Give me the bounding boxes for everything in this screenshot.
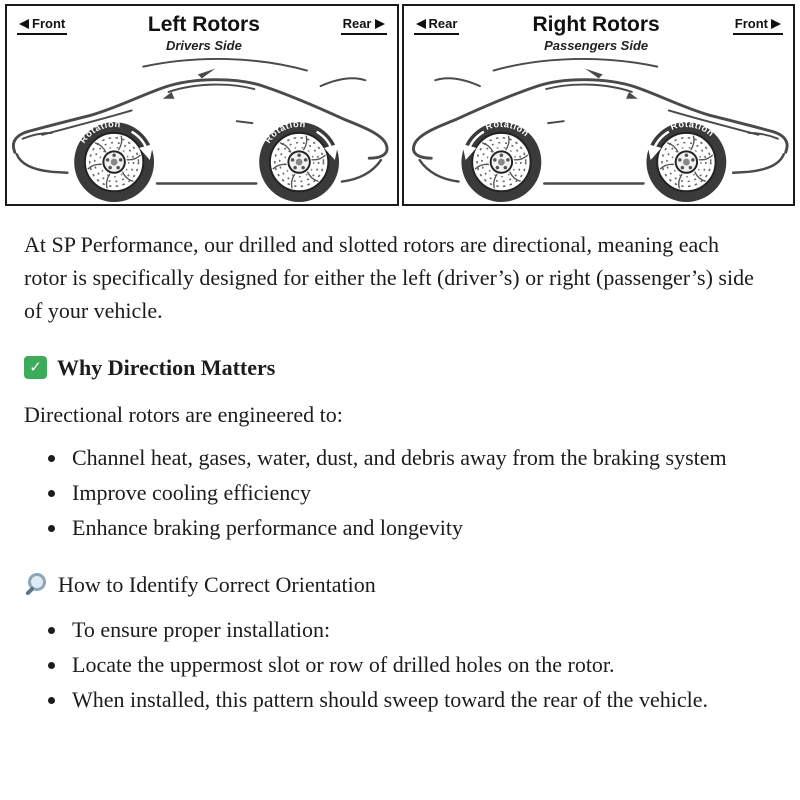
right-rotors-panel: Rear Right Rotors Passengers Side Front [401, 4, 795, 206]
front-label: Front [734, 16, 768, 31]
article-body: At SP Performance, our drilled and slott… [0, 206, 800, 716]
section-title-why-direction-matters: ✓ Why Direction Matters [24, 351, 756, 384]
check-glyph: ✓ [29, 358, 42, 377]
section-title-text: How to Identify Correct Orientation [58, 571, 376, 597]
arrow-left-icon [19, 18, 29, 29]
list-item: Improve cooling efficiency [68, 476, 756, 509]
section-lead: Directional rotors are engineered to: [24, 401, 343, 427]
orientation-steps-list: To ensure proper installation: Locate th… [24, 613, 756, 716]
rear-direction-arrow: Rear [413, 16, 460, 35]
right-panel-header: Rear Right Rotors Passengers Side Front [404, 6, 794, 53]
rotor-direction-diagram: Front Left Rotors Drivers Side Rear [0, 0, 800, 206]
arrow-right-icon [771, 18, 781, 29]
section-title-text: Why Direction Matters [57, 354, 276, 380]
front-label: Front [32, 16, 66, 31]
check-icon: ✓ [24, 355, 47, 379]
front-direction-arrow: Front [732, 16, 783, 35]
front-direction-arrow: Front [17, 16, 68, 35]
intro-paragraph: At SP Performance, our drilled and slott… [24, 231, 754, 323]
rear-label: Rear [428, 16, 458, 31]
left-car-illustration: Rotation Rotation [11, 57, 389, 204]
panel-title: Left Rotors [147, 13, 260, 36]
list-item: Enhance braking performance and longevit… [68, 511, 756, 544]
rear-direction-arrow: Rear [340, 16, 387, 35]
section-title-orientation: How to Identify Correct Orientation [24, 568, 756, 601]
list-item: To ensure proper installation: [68, 613, 756, 646]
right-panel-titles: Right Rotors Passengers Side [459, 13, 732, 53]
list-item: When installed, this pattern should swee… [68, 683, 756, 716]
left-panel-header: Front Left Rotors Drivers Side Rear [7, 6, 397, 53]
left-panel-titles: Left Rotors Drivers Side [67, 13, 340, 53]
rear-label: Rear [342, 16, 372, 31]
arrow-right-icon [374, 18, 385, 29]
left-rotors-panel: Front Left Rotors Drivers Side Rear [5, 4, 399, 206]
magnifier-icon [24, 572, 48, 596]
list-item: Channel heat, gases, water, dust, and de… [68, 441, 756, 474]
panel-subtitle: Passengers Side [544, 38, 649, 53]
list-item: Locate the uppermost slot or row of dril… [68, 648, 756, 681]
right-car-illustration: Rotation Rotation [411, 57, 789, 204]
panel-subtitle: Drivers Side [165, 38, 242, 53]
panel-title: Right Rotors [532, 13, 660, 36]
direction-benefits-list: Channel heat, gases, water, dust, and de… [24, 441, 756, 544]
arrow-left-icon [415, 18, 426, 29]
